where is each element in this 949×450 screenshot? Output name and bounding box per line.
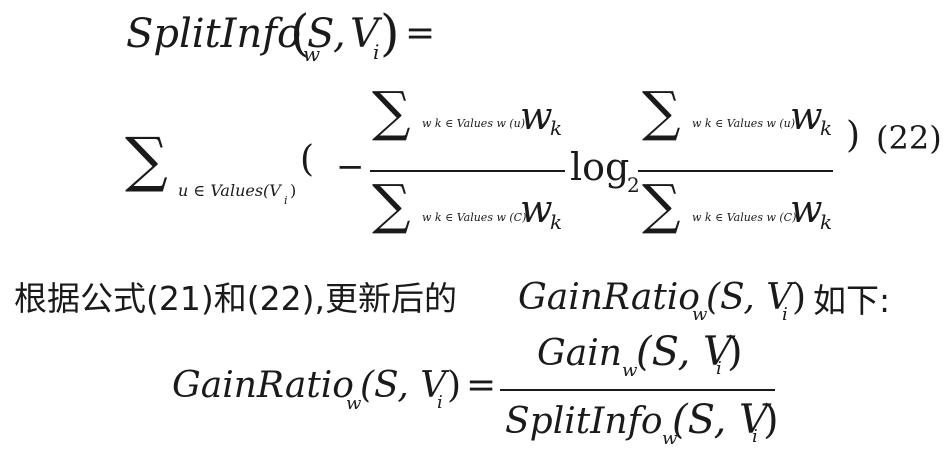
log-base: 2: [627, 173, 640, 197]
gainratio-symbol: GainRatio: [172, 365, 354, 406]
den1-sum-symbol: ∑: [372, 173, 411, 236]
splitinfo-den-args-close: ): [763, 397, 779, 443]
gainratio-subscript: w: [346, 393, 362, 414]
den2-k: k: [820, 210, 833, 234]
outer-sum-subscript-close: ): [290, 181, 297, 200]
num1-sum-subscript: w k ∈ Values w (u): [422, 117, 526, 130]
gain-args-subscript: i: [716, 358, 722, 379]
num1-w: w: [520, 94, 553, 138]
gain-symbol: Gain: [537, 333, 622, 374]
text-suffix: 如下:: [813, 281, 891, 320]
splitinfo-den-subscript: w: [662, 428, 678, 449]
splitinfo-subscript: w: [303, 42, 321, 66]
fraction2-bar: [638, 170, 833, 172]
arg-v: V: [350, 11, 379, 57]
minus-sign: −: [336, 147, 365, 187]
log-text: log: [570, 145, 630, 189]
text-gainratio: GainRatio: [518, 277, 700, 318]
gainratio-args: (S, V: [360, 365, 447, 406]
arg-v-subscript: i: [373, 40, 380, 64]
close-paren: ): [846, 115, 861, 156]
arg-s: S,: [307, 11, 346, 57]
equation-number: (22): [876, 119, 942, 157]
num2-k: k: [820, 116, 833, 140]
equals-sign: =: [405, 13, 436, 54]
gain-args: (S, V: [636, 329, 732, 375]
outer-sum-subscript-i: i: [284, 194, 288, 207]
open-paren: (: [290, 4, 310, 62]
open-paren: (: [300, 139, 315, 180]
num2-w: w: [790, 94, 823, 138]
fraction-bar: [500, 389, 775, 391]
outer-sum-symbol: ∑: [125, 125, 168, 195]
num1-sum-symbol: ∑: [372, 80, 411, 143]
num2-sum-symbol: ∑: [642, 80, 681, 143]
text-prefix: 根据公式(21)和(22),更新后的: [14, 279, 457, 318]
den2-sum-subscript: w k ∈ Values w (C): [692, 211, 797, 224]
num2-sum-subscript: w k ∈ Values w (u): [692, 117, 796, 130]
gain-args-close: ): [727, 329, 743, 375]
text-args: (S, V: [706, 277, 793, 318]
gain-subscript: w: [622, 360, 638, 381]
den2-w: w: [790, 187, 823, 231]
splitinfo-den-args: (S, V: [672, 397, 768, 443]
equals-sign: =: [466, 365, 497, 406]
close-paren: ): [380, 4, 400, 62]
splitinfo-den-symbol: SplitInfo: [505, 401, 663, 442]
gainratio-args-close: ): [447, 365, 462, 406]
num1-k: k: [550, 116, 563, 140]
text-args-close: ): [792, 277, 807, 318]
gainratio-args-subscript: i: [437, 392, 443, 413]
fraction1-bar: [370, 170, 565, 172]
den1-sum-subscript: w k ∈ Values w (C): [422, 211, 527, 224]
splitinfo-den-args-subscript: i: [752, 426, 758, 447]
den1-k: k: [550, 210, 563, 234]
den2-sum-symbol: ∑: [642, 173, 681, 236]
den1-w: w: [520, 187, 553, 231]
outer-sum-subscript: u ∈ Values(V: [178, 181, 281, 200]
text-args-subscript: i: [782, 304, 788, 325]
splitinfo-symbol: SplitInfo: [126, 11, 302, 57]
text-gainratio-subscript: w: [692, 304, 708, 325]
